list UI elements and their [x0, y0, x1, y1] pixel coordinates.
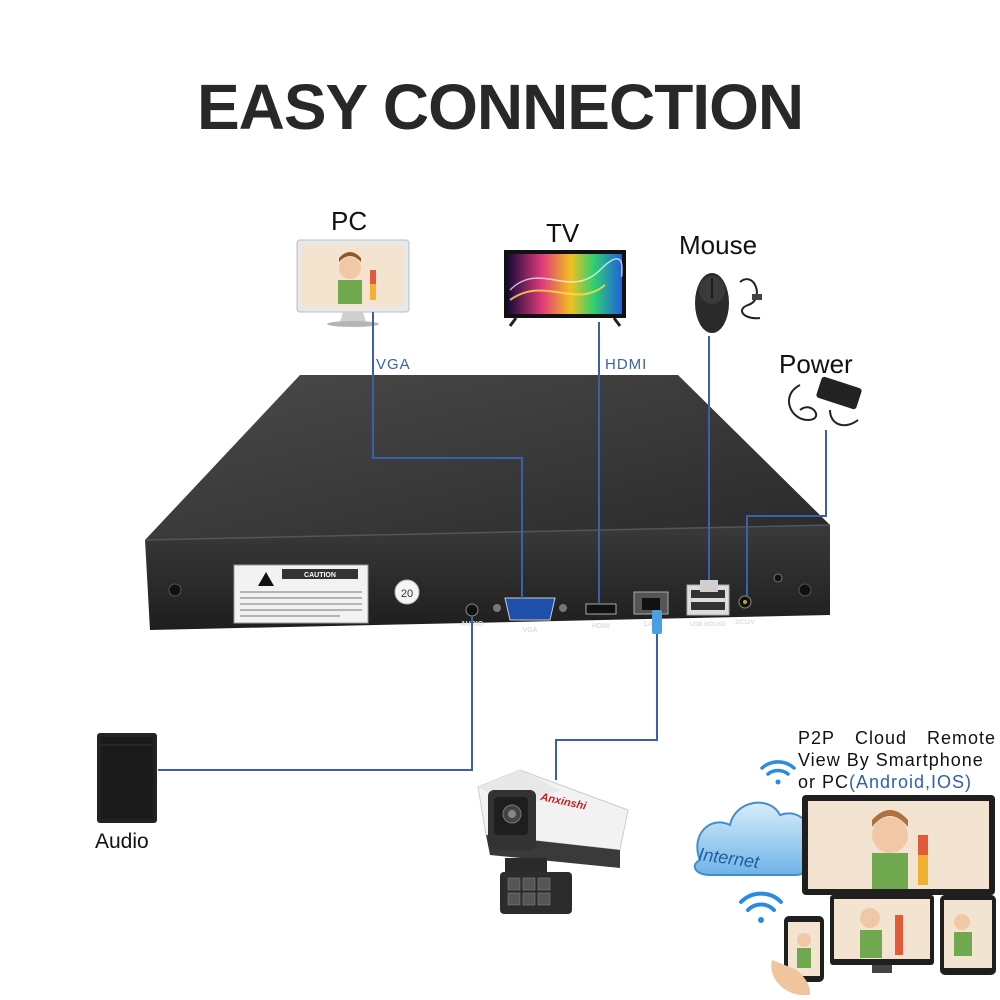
audio-cable: [158, 616, 473, 771]
p2p-description: P2P Cloud Remote View By Smartphone or P…: [798, 727, 996, 793]
p2p-line1: P2P Cloud Remote: [798, 727, 996, 749]
nvr-device: CAUTION 20 AUDIO VGA HDMI LAN USB MOUSE …: [144, 375, 831, 634]
power-label: Power: [779, 349, 853, 379]
dc-port-label: DC12V: [735, 620, 754, 626]
p2p-line3: or PC(Android,IOS): [798, 771, 996, 793]
desktop-monitor-icon: [830, 895, 934, 973]
audio-label: Audio: [95, 830, 149, 853]
usb-plug: [700, 580, 718, 592]
mouse-icon: [695, 273, 762, 333]
pc-monitor-icon: [296, 239, 410, 327]
page-title: EASY CONNECTION: [196, 71, 804, 143]
tv-icon: [504, 250, 626, 327]
p2p-line3-prefix: or PC: [798, 772, 850, 792]
vga-port: [504, 597, 556, 621]
laptop-icon: [802, 795, 995, 895]
hdmi-cable-label: HDMI: [605, 356, 648, 373]
tv-label: TV: [546, 218, 580, 248]
power-adapter-icon: [788, 376, 862, 427]
audio-port: [465, 603, 479, 617]
hdmi-port-label: HDMI: [592, 623, 610, 630]
lan-plug: [652, 610, 662, 634]
model-sticker: 20: [401, 588, 413, 600]
p2p-word-2: Cloud: [854, 728, 908, 748]
camera-icon: Anxinshi: [477, 769, 629, 914]
power-cable: [746, 430, 827, 596]
pc-label: PC: [331, 206, 368, 236]
speaker-icon: [97, 733, 157, 823]
wifi-top-icon: [760, 760, 796, 785]
p2p-line2: View By Smartphone: [798, 750, 984, 770]
smartphone-icon: [771, 916, 824, 995]
tablet-icon: [940, 895, 996, 975]
p2p-os-list: (Android,IOS): [849, 772, 973, 792]
p2p-word-3: Remote: [926, 728, 996, 748]
wifi-bottom-icon: [739, 891, 783, 923]
hdmi-port: [585, 603, 617, 615]
p2p-word-1: P2P: [798, 728, 836, 748]
vga-cable-label: VGA: [376, 356, 411, 373]
usb-port-label: USB MOUSE: [690, 622, 726, 628]
lan-port-label: LAN: [644, 621, 658, 628]
caution-title: CAUTION: [304, 572, 336, 579]
mouse-label: Mouse: [679, 230, 758, 260]
cables: [158, 312, 827, 780]
vga-port-label: VGA: [522, 627, 537, 634]
vga-cable: [372, 312, 523, 598]
internet-cloud-icon: Internet: [693, 801, 815, 876]
lan-cable: [555, 618, 658, 780]
